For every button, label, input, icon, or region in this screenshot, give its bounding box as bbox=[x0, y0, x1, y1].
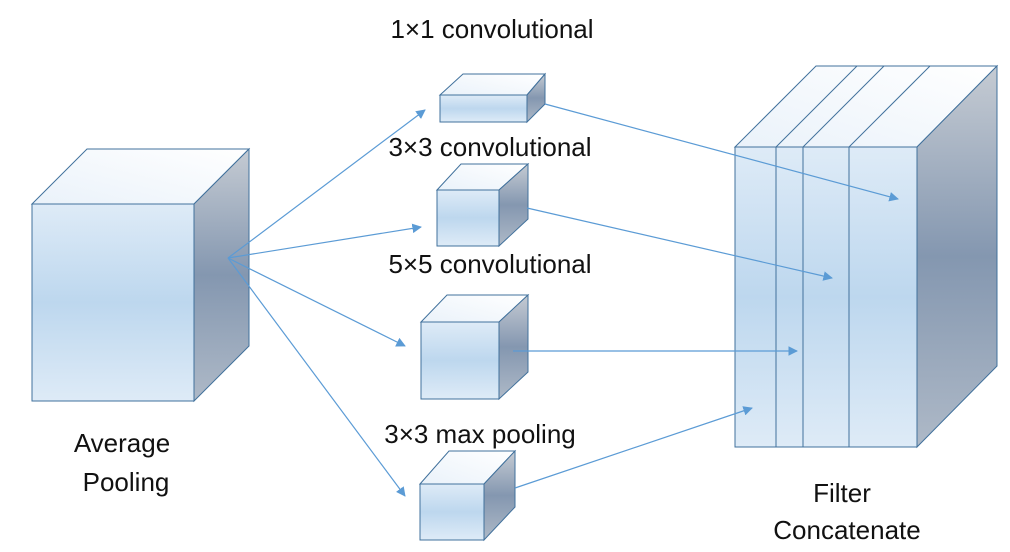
max-pooling-block bbox=[418, 449, 517, 542]
branch-5x5-label: 5×5 convolutional bbox=[388, 249, 591, 279]
filter-concatenate-label-line2: Concatenate bbox=[773, 515, 920, 545]
average-pooling-label-line2: Pooling bbox=[83, 467, 170, 497]
average-pooling-block bbox=[30, 147, 251, 403]
concat-front bbox=[734, 146, 918, 448]
branch-1x1-label: 1×1 convolutional bbox=[390, 14, 593, 44]
input-arrows bbox=[227, 109, 426, 497]
average-pooling-label-line1: Average bbox=[74, 428, 170, 458]
output-arrows bbox=[513, 103, 899, 489]
filter-concatenate-label-line1: Filter bbox=[813, 478, 871, 508]
filter-concatenate-block bbox=[733, 64, 999, 449]
arrow-3x3-to-concat bbox=[526, 207, 833, 281]
branch-3x3-label: 3×3 convolutional bbox=[388, 132, 591, 162]
conv-3x3-block bbox=[435, 162, 530, 248]
average-pooling-block-front bbox=[31, 203, 195, 402]
conv-5x5-block bbox=[419, 293, 530, 401]
arrow-to-5x5 bbox=[227, 257, 406, 347]
arrow-pool-to-concat bbox=[514, 406, 753, 489]
arrow-to-3x3 bbox=[227, 223, 422, 259]
arrow-to-pool bbox=[227, 257, 406, 497]
branch-pool-label: 3×3 max pooling bbox=[384, 419, 576, 449]
conv-1x1-block bbox=[438, 72, 547, 124]
arrow-to-1x1 bbox=[227, 109, 426, 259]
arrow-1x1-to-concat bbox=[544, 103, 899, 202]
